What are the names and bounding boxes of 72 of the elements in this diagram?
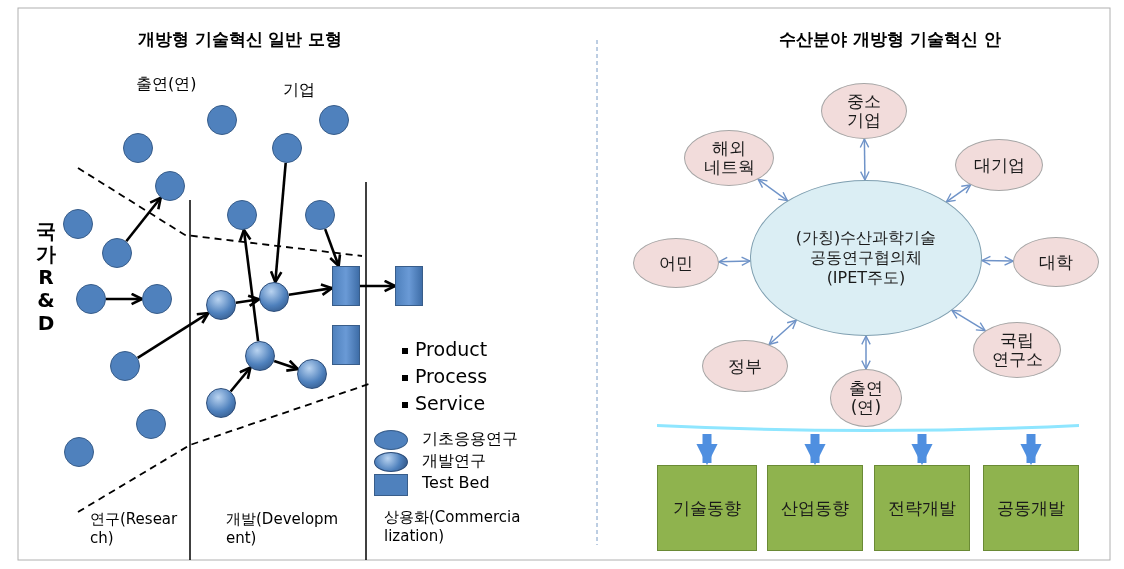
research-circle (63, 209, 93, 239)
arrow (981, 255, 1014, 266)
direction-arrow (804, 434, 826, 466)
arrow (106, 292, 144, 306)
direction-arrow (696, 434, 718, 466)
phase-label: 개발(Development) (226, 510, 340, 547)
arrow (757, 178, 789, 202)
direction-arrow (911, 434, 933, 466)
research-circle (110, 351, 140, 381)
arrow (288, 283, 334, 297)
arrow (951, 309, 986, 332)
panel-title: 수산분야 개방형 기술혁신 안 (778, 28, 1002, 51)
arrow (360, 279, 397, 293)
arrow (861, 335, 871, 370)
research-circle (207, 105, 237, 135)
topic-box: 전략개발 (874, 465, 970, 551)
topic-box: 기술동향 (657, 465, 757, 551)
development-sphere (297, 359, 327, 389)
legend-text: 개발연구 (422, 451, 486, 472)
test-bed-block (332, 266, 360, 306)
arrow (136, 311, 210, 360)
partner-ellipse: 대학 (1013, 237, 1099, 287)
research-circle (64, 437, 94, 467)
research-circle (272, 133, 302, 163)
development-sphere (206, 388, 236, 418)
legend-text: Test Bed (422, 473, 490, 492)
side-label: 국가 R & D (35, 220, 57, 335)
group-label: 기업 (283, 80, 316, 101)
partner-ellipse: 정부 (702, 340, 788, 392)
topic-box: 산업동향 (767, 465, 863, 551)
council-ellipse: (가칭)수산과학기술 공동연구협의체 (IPET주도) (750, 180, 982, 336)
research-circle (102, 238, 132, 268)
panel-title: 개방형 기술혁신 일반 모형 (136, 28, 344, 51)
research-circle (305, 200, 335, 230)
bullet-text: Product (415, 338, 489, 360)
arrow (229, 366, 252, 393)
arrow (945, 184, 972, 203)
arrow (768, 319, 797, 346)
research-circle (123, 133, 153, 163)
phase-label: 연구(Research) (90, 510, 179, 547)
legend-text: 기초응용연구 (422, 429, 518, 450)
topic-box: 공동개발 (983, 465, 1079, 551)
arrow (269, 162, 287, 284)
arrow (273, 359, 300, 372)
partner-ellipse: 국립 연구소 (973, 322, 1061, 378)
partner-ellipse: 해외 네트웍 (684, 130, 774, 186)
bullet-text: Process (415, 365, 489, 387)
direction-arrow (1020, 434, 1042, 466)
bullet-text: Service (415, 392, 487, 414)
arrow (718, 256, 751, 267)
research-circle (155, 171, 185, 201)
partner-ellipse: 중소 기업 (821, 83, 907, 139)
arrow (235, 294, 261, 308)
arrow (859, 138, 870, 181)
test-bed-block (332, 325, 360, 365)
research-circle (142, 284, 172, 314)
partner-ellipse: 어민 (633, 238, 719, 288)
arrow (125, 196, 162, 243)
partner-ellipse: 출연 (연) (830, 369, 902, 427)
research-circle (319, 105, 349, 135)
phase-label: 상용화(Commercialization) (384, 508, 522, 545)
arrow (238, 228, 260, 342)
research-circle (227, 200, 257, 230)
arrow (323, 228, 342, 268)
group-label: 출연(연) (136, 74, 198, 95)
research-circle (136, 409, 166, 439)
research-circle (76, 284, 106, 314)
test-bed-block (395, 266, 423, 306)
partner-ellipse: 대기업 (955, 139, 1043, 191)
development-sphere (245, 341, 275, 371)
development-sphere (259, 282, 289, 312)
development-sphere (206, 290, 236, 320)
